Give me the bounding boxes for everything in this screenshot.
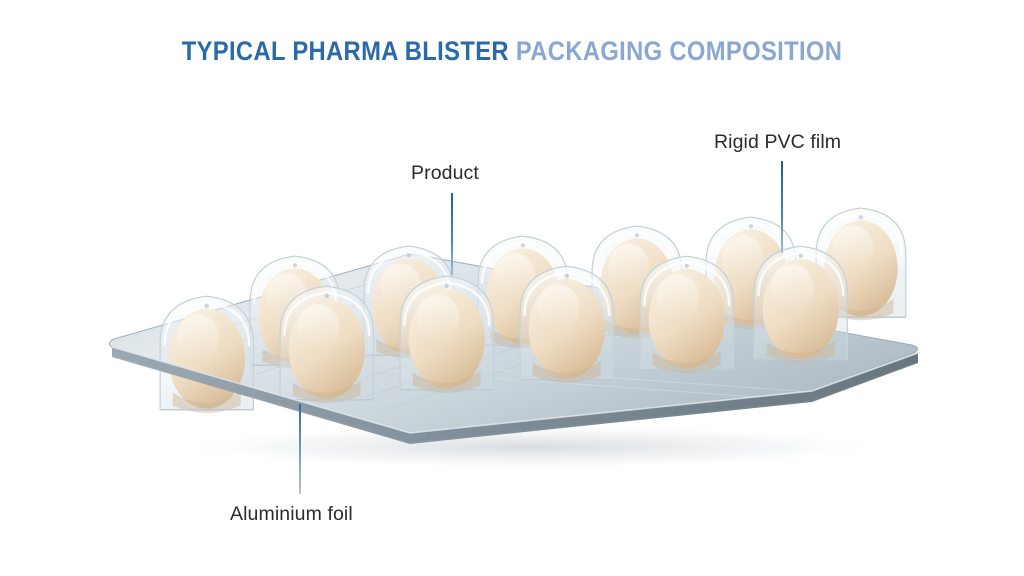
callout-leader-product [451,193,453,275]
page-title-secondary: PACKAGING COMPOSITION [515,36,843,66]
callout-label-product: Product [411,162,479,184]
callout-label-aluminium-foil: Aluminium foil [230,503,353,525]
pack-drop-shadow [170,425,890,469]
callout-leader-aluminium-foil [299,404,301,494]
callout-leader-rigid-pvc-film [781,161,783,253]
page-title: TYPICAL PHARMA BLISTER PACKAGING COMPOSI… [61,36,962,67]
blister-pack-illustration [100,195,930,470]
callout-label-rigid-pvc-film: Rigid PVC film [714,131,842,153]
page-title-primary: TYPICAL PHARMA BLISTER [181,36,509,66]
